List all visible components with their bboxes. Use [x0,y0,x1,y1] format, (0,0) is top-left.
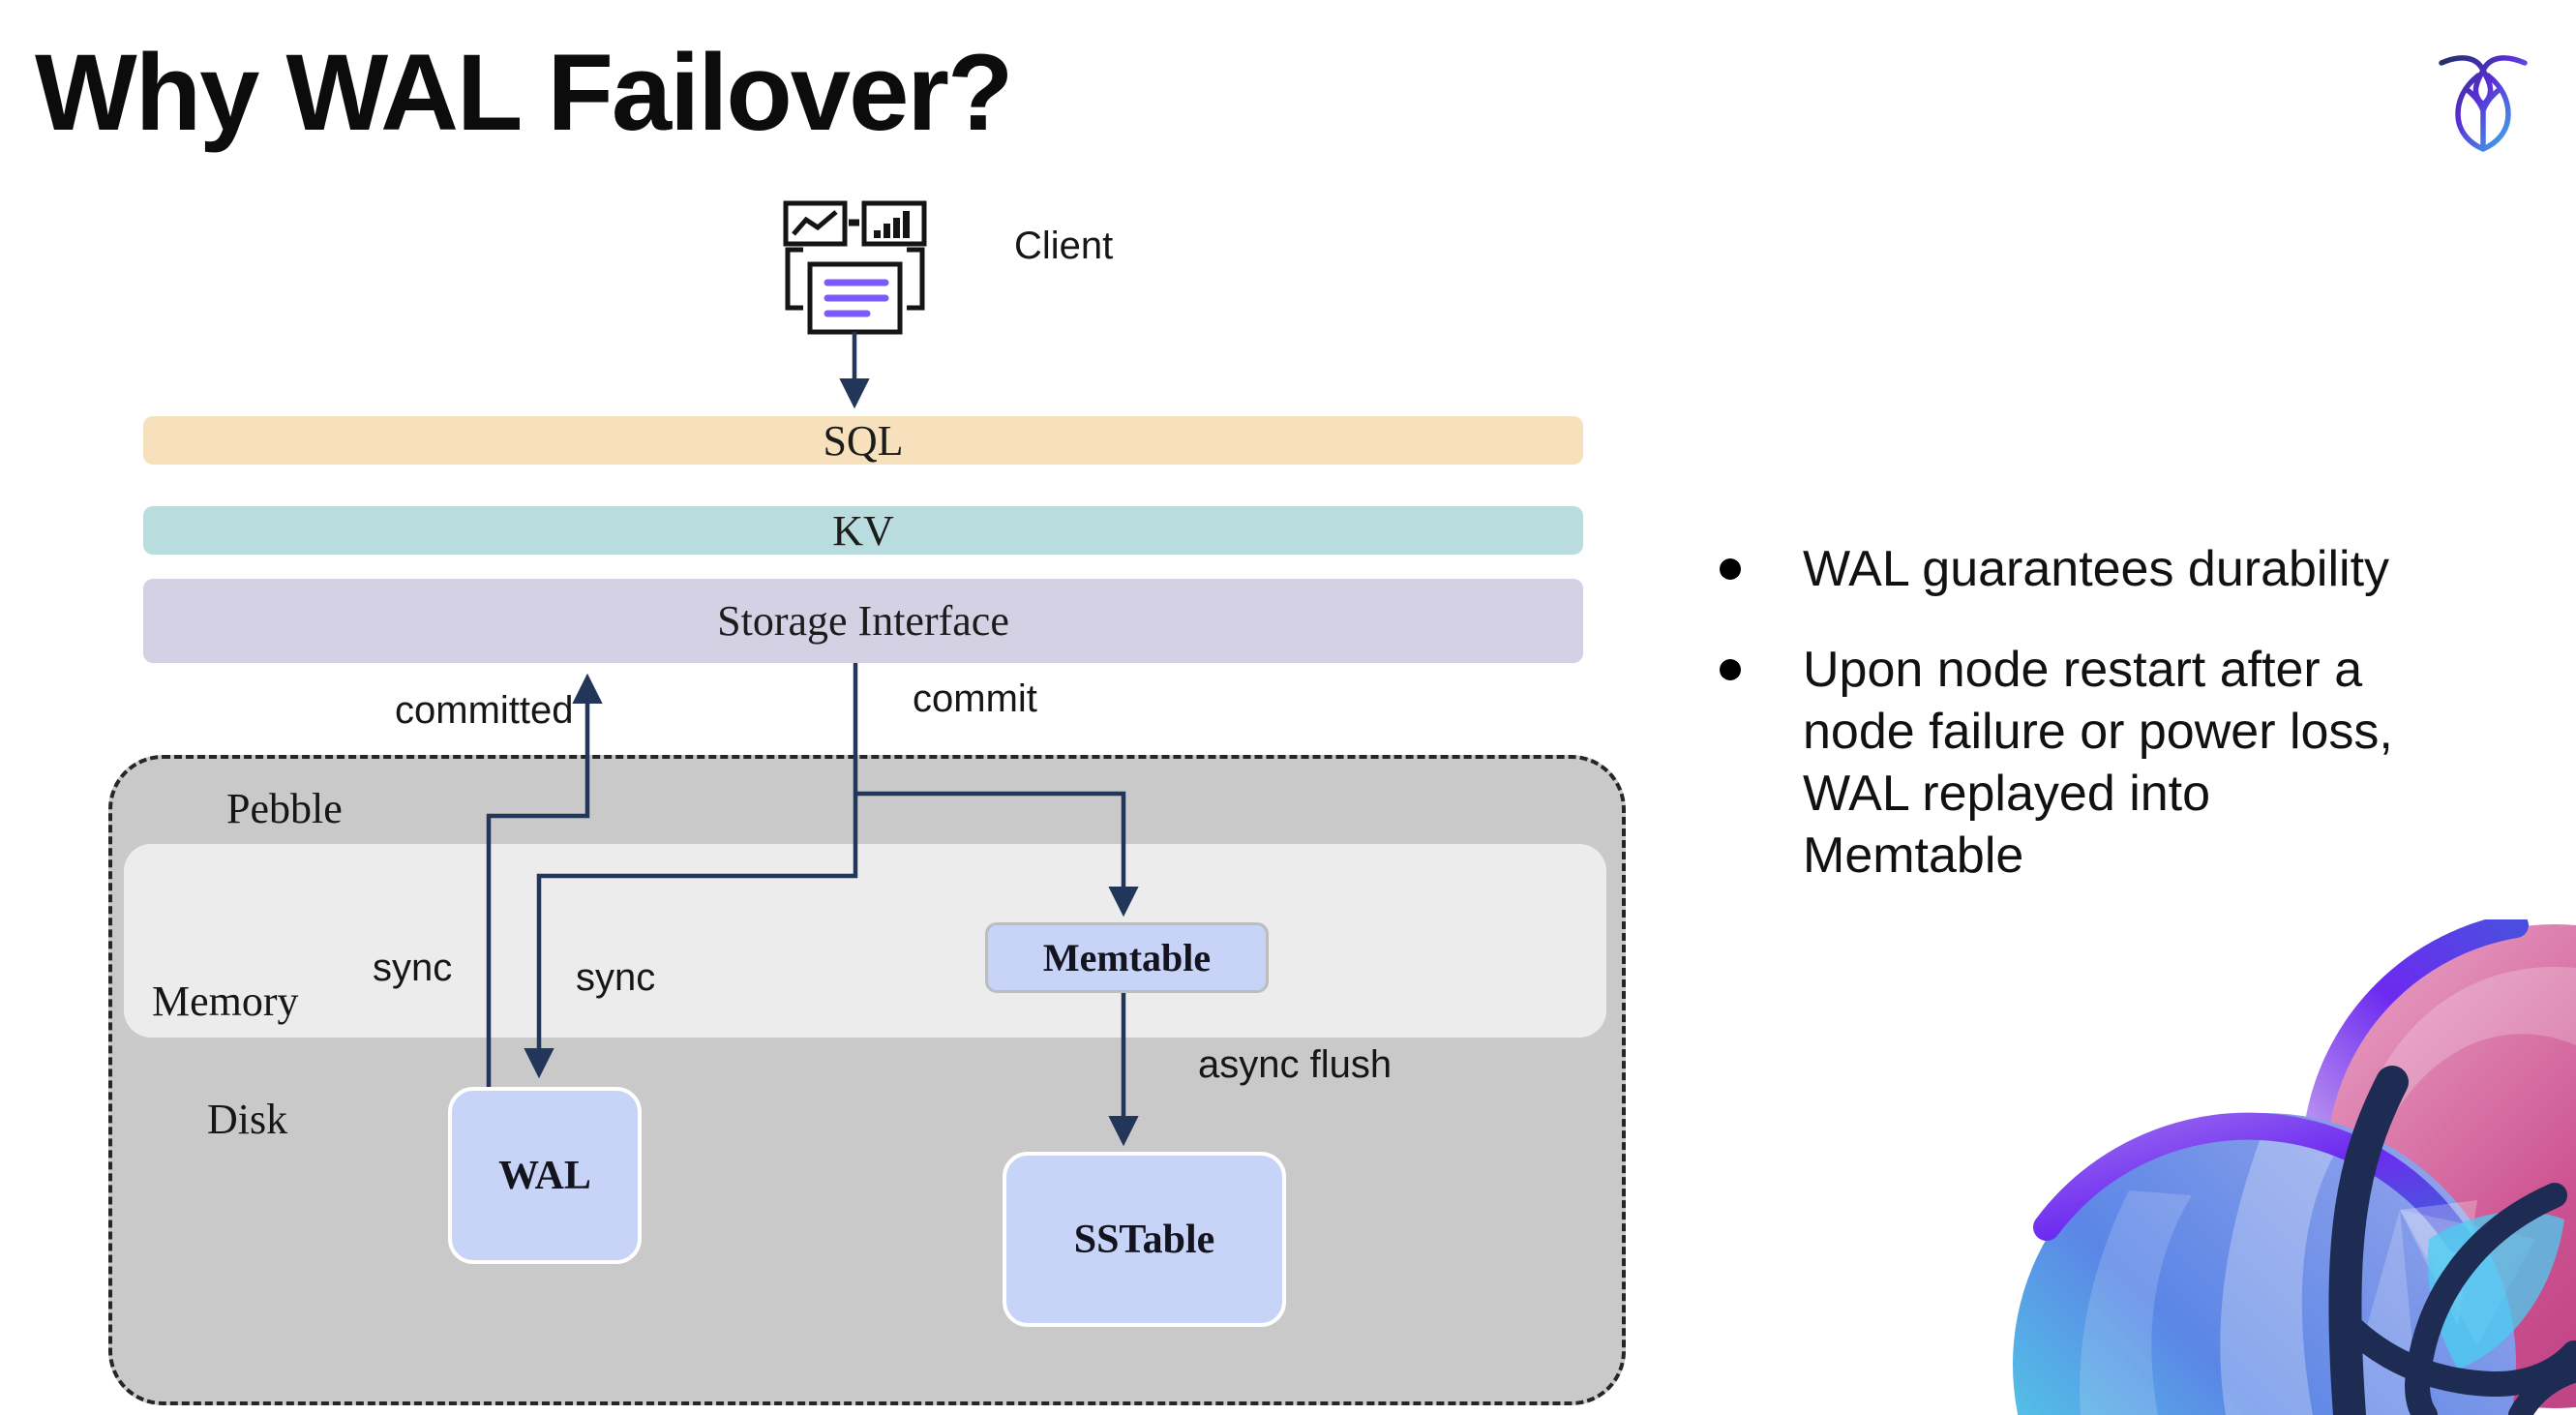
sstable-label: SSTable [1073,1217,1215,1262]
bullet-dot-icon [1720,659,1741,680]
cockroachdb-brand-art [2013,919,2576,1415]
bullet-list: WAL guarantees durability Upon node rest… [1720,538,2552,925]
layer-bar-sql: SQL [143,416,1583,465]
layer-bar-sql-label: SQL [823,416,904,465]
list-item: WAL guarantees durability [1720,538,2552,600]
client-devices-icon [783,200,927,335]
commit-label: commit [913,677,1037,720]
memtable-label: Memtable [1042,936,1212,979]
cockroachdb-logo-icon [2439,55,2528,152]
wal-label: WAL [498,1153,591,1198]
layer-bar-kv-label: KV [832,506,894,555]
memory-label: Memory [152,978,299,1025]
sync-left-label: sync [373,947,453,989]
pebble-label: Pebble [226,785,343,832]
disk-label: Disk [207,1096,288,1143]
bullet-dot-icon [1720,558,1741,580]
bullet-text: Upon node restart after a node failure o… [1803,642,2393,884]
layer-bar-storage-label: Storage Interface [717,597,1009,645]
layer-bar-storage-interface: Storage Interface [143,579,1583,663]
layer-bar-kv: KV [143,506,1583,555]
wal-box: WAL [448,1087,642,1264]
list-item: Upon node restart after a node failure o… [1720,639,2552,887]
bullet-text: WAL guarantees durability [1803,541,2390,597]
memory-band [124,844,1606,1038]
page-title: Why WAL Failover? [35,32,1013,153]
sync-right-label: sync [576,956,656,999]
client-label: Client [1014,225,1114,267]
memtable-box: Memtable [985,922,1269,993]
committed-label: committed [395,689,574,732]
sstable-box: SSTable [1003,1152,1286,1327]
async-flush-label: async flush [1198,1043,1393,1086]
